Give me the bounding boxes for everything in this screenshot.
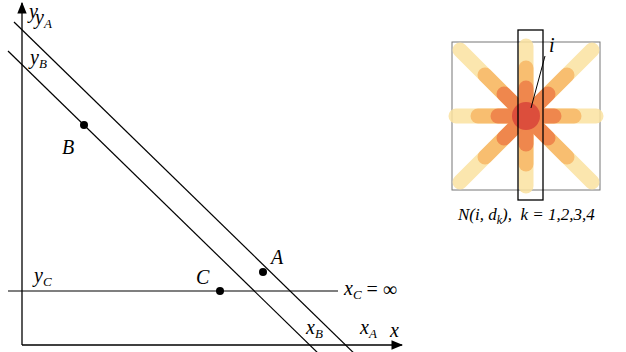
subscript-label: k — [497, 214, 502, 226]
math-label: x — [344, 278, 353, 298]
math-label: N(i, d — [458, 206, 497, 223]
column-window — [518, 30, 543, 200]
math-label: i — [549, 35, 555, 55]
subscript-label: C — [43, 275, 52, 288]
math-label: y — [34, 265, 43, 285]
math-label: x — [390, 320, 399, 340]
math-label: C — [196, 267, 209, 287]
math-label: x — [306, 317, 315, 337]
point-a — [259, 268, 267, 276]
point-b — [80, 121, 88, 129]
math-label: = ∞ — [367, 279, 398, 299]
math-label: y — [35, 7, 44, 27]
math-label: x — [360, 317, 369, 337]
subscript-label: A — [44, 17, 52, 30]
line-a — [14, 22, 362, 352]
math-label: B — [62, 137, 74, 157]
subscript-label: C — [353, 288, 362, 301]
line-c — [8, 290, 338, 291]
subscript-label: B — [39, 57, 47, 70]
subscript-label: A — [369, 327, 377, 340]
y-axis — [21, 3, 22, 345]
math-label: y — [30, 47, 39, 67]
subscript-label: B — [315, 327, 323, 340]
neighbourhood-square — [452, 42, 600, 190]
math-label: ), k = 1,2,3,4 — [502, 206, 595, 223]
math-label: A — [271, 247, 283, 267]
leader-line — [531, 56, 545, 108]
direction-rays — [456, 46, 596, 186]
point-c — [216, 287, 224, 295]
line-b — [8, 51, 322, 352]
